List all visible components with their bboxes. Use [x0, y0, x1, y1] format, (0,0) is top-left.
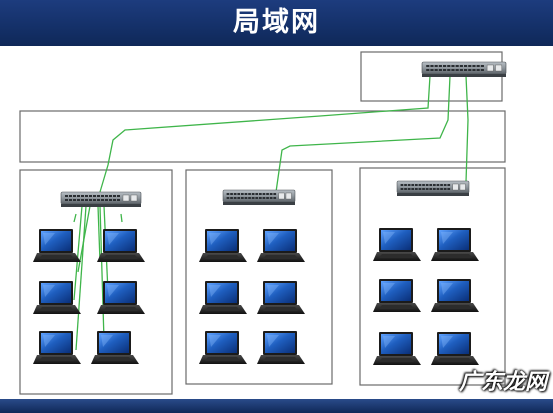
cable-switch-to-laptop-5	[75, 205, 87, 351]
network-switch-icon	[421, 61, 507, 78]
header-bar	[0, 0, 553, 46]
network-cables	[73, 75, 469, 351]
cable-switch-to-laptop-3	[73, 205, 83, 301]
backbone-box	[19, 110, 506, 163]
cable-switch-to-laptop-2	[97, 205, 101, 263]
network-switch-icon	[222, 189, 296, 206]
network-switch-icon	[60, 191, 142, 208]
cable-switch-to-laptop-6	[99, 205, 105, 341]
network-switch-icon	[396, 180, 470, 197]
cable-core-to-group-2	[275, 75, 451, 193]
cable-stub-left	[73, 213, 77, 223]
cable-core-to-group-1	[99, 75, 431, 193]
cable-core-to-group-3	[465, 75, 469, 183]
cable-stub-right	[120, 213, 123, 223]
footer-bar	[0, 399, 553, 413]
page-title: 局域网	[233, 7, 320, 38]
watermark-text: 广东龙网	[458, 370, 547, 395]
